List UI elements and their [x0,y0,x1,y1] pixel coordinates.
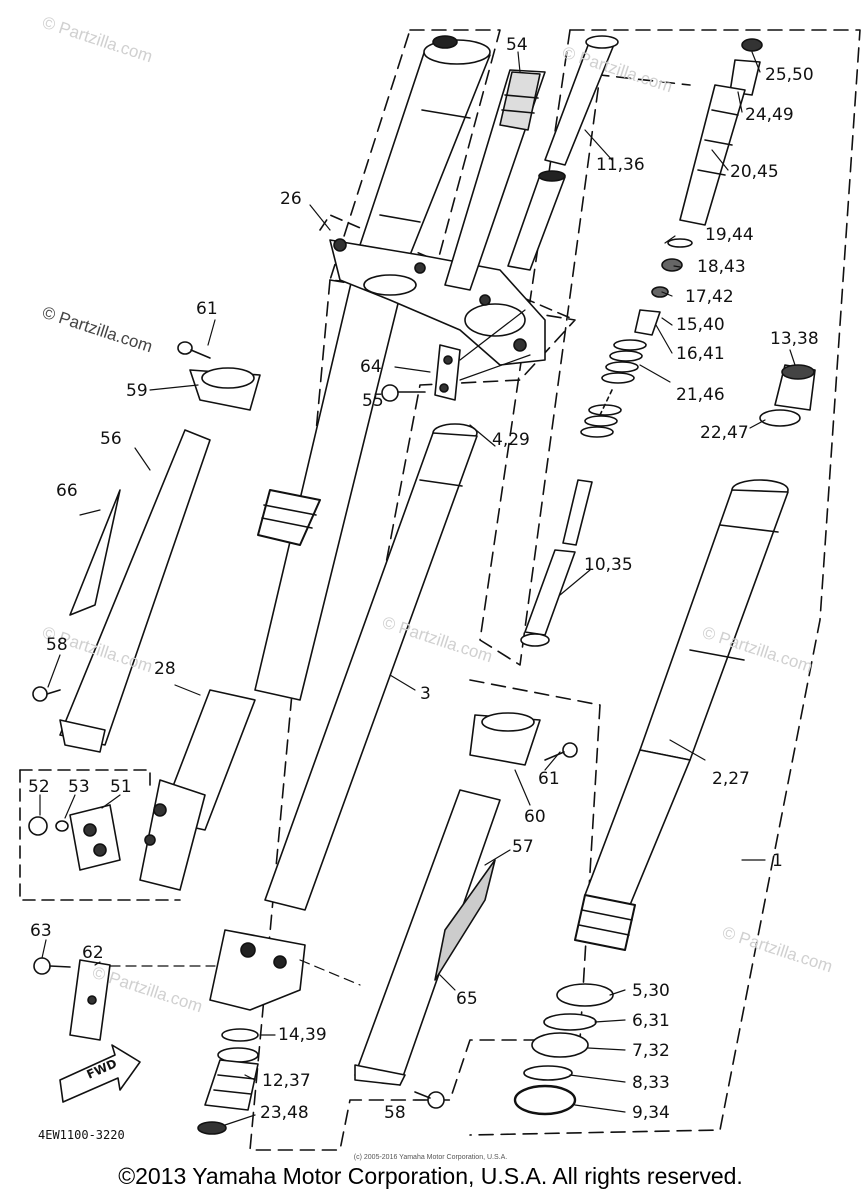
part-label-18-43: 18,43 [697,257,746,277]
part-label-66: 66 [56,481,78,501]
upper-triple-clamp [330,239,545,365]
part-label-20-45: 20,45 [730,162,779,182]
part-label-58: 58 [46,635,68,655]
part-label-9-34: 9,34 [632,1103,670,1123]
guard-clamp-59 [190,368,260,410]
part-label-64: 64 [360,357,382,377]
right-fork-guard [355,790,500,1085]
caliper-bracket-51 [70,805,120,870]
leader-lines [40,52,795,1125]
part-label-14-39: 14,39 [278,1025,327,1045]
part-label-28: 28 [154,659,176,679]
part-label-26: 26 [280,189,302,209]
steering-stem [445,70,545,290]
right-internal-parts [521,39,762,646]
left-fork-guard [60,430,210,752]
part-label-53: 53 [68,777,90,797]
part-label-2-27: 2,27 [712,769,750,789]
part-label-16-41: 16,41 [676,344,725,364]
lower-cartridge [198,1029,258,1134]
part-label-63: 63 [30,921,52,941]
left-lower-bracket [210,930,305,1010]
part-label-11-36: 11,36 [596,155,645,175]
right-outer-tube [575,480,788,950]
bracket-64 [435,345,460,400]
part-label-23-48: 23,48 [260,1103,309,1123]
left-outer-tube [140,490,320,890]
part-label-25-50: 25,50 [765,65,814,85]
part-label-56: 56 [100,429,122,449]
spring-lower [581,405,621,437]
part-label-60: 60 [524,807,546,827]
part-label-3: 3 [420,684,431,704]
part-label-65: 65 [456,989,478,1009]
part-label-15-40: 15,40 [676,315,725,335]
fork-cap-bolt [760,365,815,426]
part-label-57: 57 [512,837,534,857]
steering-bearings [515,984,613,1114]
part-label-58: 58 [384,1103,406,1123]
right-assembly-boundary [470,30,860,1135]
copyright-notice: ©2013 Yamaha Motor Corporation, U.S.A. A… [118,1163,743,1189]
part-label-52: 52 [28,777,50,797]
part-label-6-31: 6,31 [632,1011,670,1031]
bolts [33,342,577,1108]
part-label-55: 55 [362,391,384,411]
part-label-21-46: 21,46 [676,385,725,405]
part-label-8-33: 8,33 [632,1073,670,1093]
part-label-59: 59 [126,381,148,401]
damper-cylinder [508,36,618,270]
fwd-arrow-icon [60,1045,140,1102]
part-label-17-42: 17,42 [685,287,734,307]
part-label-61: 61 [538,769,560,789]
part-label-12-37: 12,37 [262,1071,311,1091]
part-label-62: 62 [82,943,104,963]
part-label-1: 1 [772,851,783,871]
part-label-7-32: 7,32 [632,1041,670,1061]
nut-52-washer-53 [29,817,68,835]
middle-fork-tube [265,424,477,910]
small-copyright: (c) 2005-2016 Yamaha Motor Corporation, … [353,1154,508,1161]
part-label-19-44: 19,44 [705,225,754,245]
spring-upper [602,340,646,383]
part-label-13-38: 13,38 [770,329,819,349]
part-label-4-29: 4,29 [492,430,530,450]
diagram-code: 4EW1100-3220 [38,1128,125,1142]
part-label-10-35: 10,35 [584,555,633,575]
guard-clamp-60 [470,713,540,765]
part-label-51: 51 [110,777,132,797]
part-label-24-49: 24,49 [745,105,794,125]
part-label-54: 54 [506,35,528,55]
plate-62 [70,960,110,1040]
part-label-22-47: 22,47 [700,423,749,443]
part-label-61: 61 [196,299,218,319]
part-label-5-30: 5,30 [632,981,670,1001]
